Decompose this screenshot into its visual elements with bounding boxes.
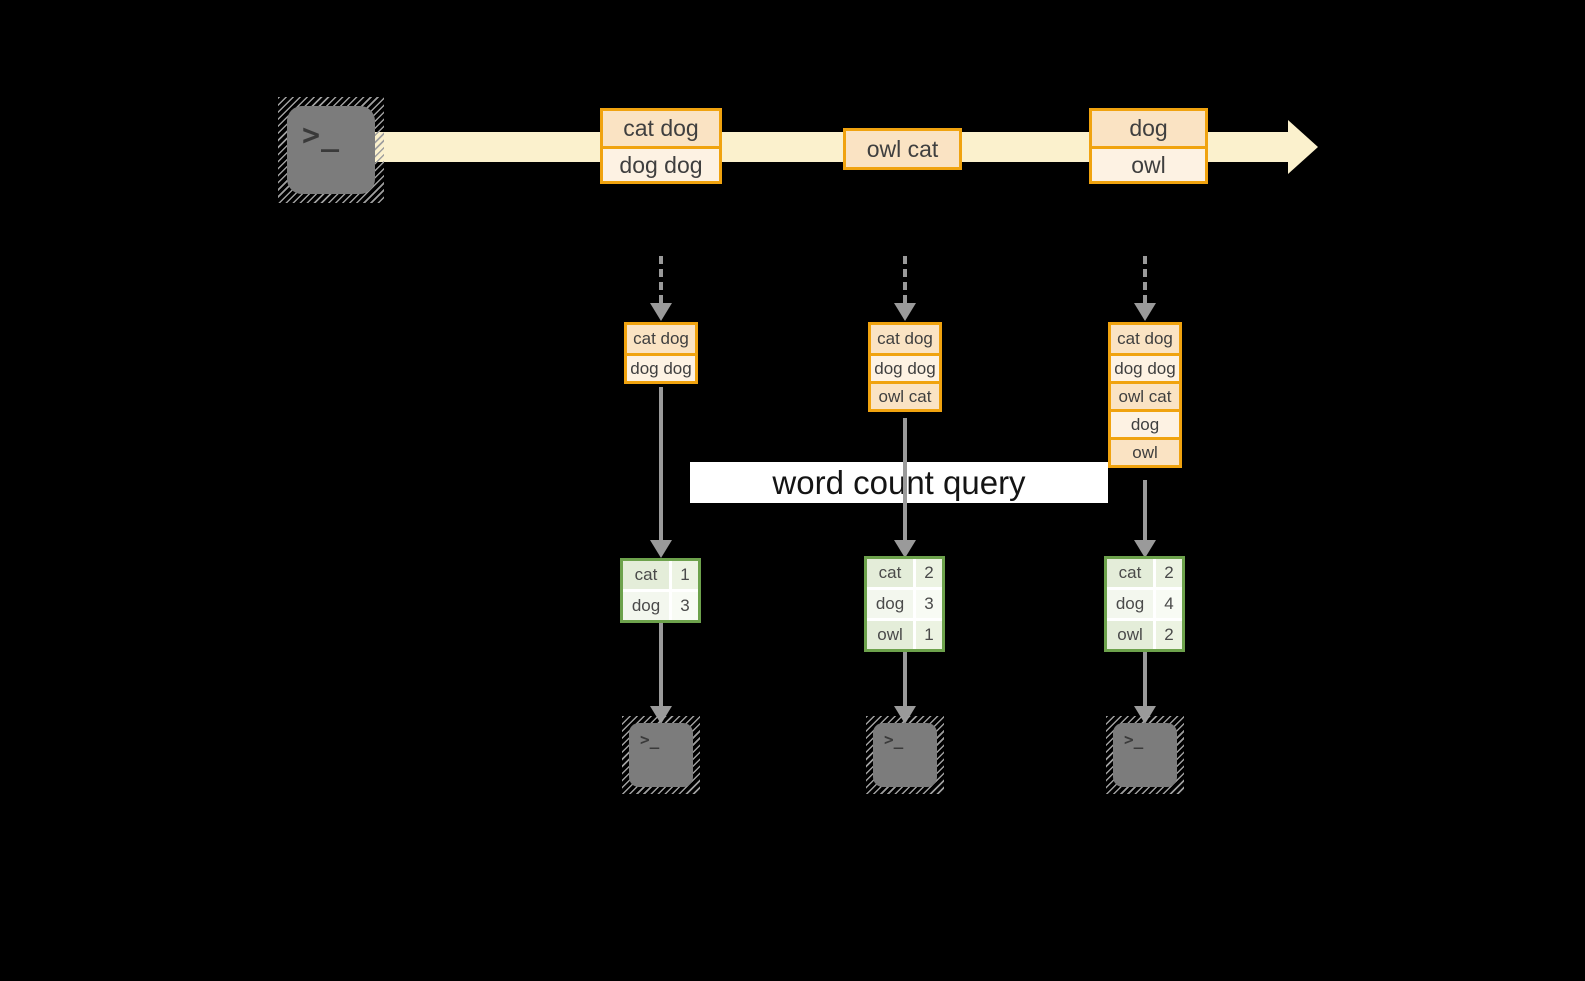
batch-cell: dog dog [871,353,939,381]
batch-cell: cat dog [627,325,695,353]
down-arrowhead-icon [894,303,916,321]
sink-line-1 [659,623,663,706]
stream-batch-1: cat dog dog dog [600,108,722,184]
count-cell: 3 [916,590,942,618]
down-arrow-dashed-1 [659,256,663,303]
sink-terminal-icon-1: >_ [622,716,700,794]
down-arrowhead-icon [1134,303,1156,321]
terminal-body: >_ [287,106,375,194]
batch-cell: owl cat [871,381,939,409]
terminal-prompt-icon: >_ [640,730,660,749]
stream-batch-3: dog owl [1089,108,1208,184]
sink-line-3 [1143,652,1147,706]
batch-cell: owl [1111,437,1179,465]
terminal-prompt-icon: >_ [884,730,904,749]
batch-cell: dog dog [603,146,719,181]
count-cell: 1 [916,621,942,649]
batch-cell: owl cat [846,131,959,167]
batch-cell: dog dog [627,353,695,381]
query-label: word count query [772,463,1026,501]
terminal-prompt-icon: >_ [1124,730,1144,749]
stream-right-arrow-icon [1288,120,1318,174]
down-arrowhead-icon [894,540,916,558]
terminal-body: >_ [873,723,937,787]
word-cell: dog [1107,590,1153,618]
batch-cell: cat dog [871,325,939,353]
stream-batch-2: owl cat [843,128,962,170]
count-cell: 2 [916,559,942,587]
word-cell: dog [867,590,913,618]
batch-cell: dog dog [1111,353,1179,381]
batch-cell: owl cat [1111,381,1179,409]
down-arrowhead-icon [650,303,672,321]
word-cell: cat [623,561,669,589]
batch-cell: cat dog [1111,325,1179,353]
terminal-prompt-icon: >_ [302,118,341,153]
count-cell: 2 [1156,559,1182,587]
count-cell: 3 [672,592,698,620]
down-arrowhead-icon [1134,540,1156,558]
terminal-body: >_ [1113,723,1177,787]
result-table-3: cat 2 dog 4 owl 2 [1104,556,1185,652]
micro-batch-stack-3: cat dog dog dog owl cat dog owl [1108,322,1182,468]
query-label-band: word count query [690,462,1108,503]
terminal-body: >_ [629,723,693,787]
flow-line-2 [903,418,907,540]
word-cell: dog [623,592,669,620]
batch-cell: cat dog [603,111,719,146]
batch-cell: dog [1092,111,1205,146]
sink-line-2 [903,652,907,706]
count-cell: 1 [672,561,698,589]
down-arrow-dashed-3 [1143,256,1147,303]
batch-cell: dog [1111,409,1179,437]
word-cell: owl [867,621,913,649]
word-cell: cat [867,559,913,587]
source-terminal-icon: >_ [278,97,384,203]
result-table-2: cat 2 dog 3 owl 1 [864,556,945,652]
result-table-1: cat 1 dog 3 [620,558,701,623]
down-arrow-dashed-2 [903,256,907,303]
micro-batch-stack-1: cat dog dog dog [624,322,698,384]
word-cell: cat [1107,559,1153,587]
count-cell: 2 [1156,621,1182,649]
micro-batch-stack-2: cat dog dog dog owl cat [868,322,942,412]
down-arrowhead-icon [650,540,672,558]
sink-terminal-icon-3: >_ [1106,716,1184,794]
count-cell: 4 [1156,590,1182,618]
batch-cell: owl [1092,146,1205,181]
flow-line-3 [1143,480,1147,540]
flow-line-1 [659,387,663,540]
word-cell: owl [1107,621,1153,649]
sink-terminal-icon-2: >_ [866,716,944,794]
